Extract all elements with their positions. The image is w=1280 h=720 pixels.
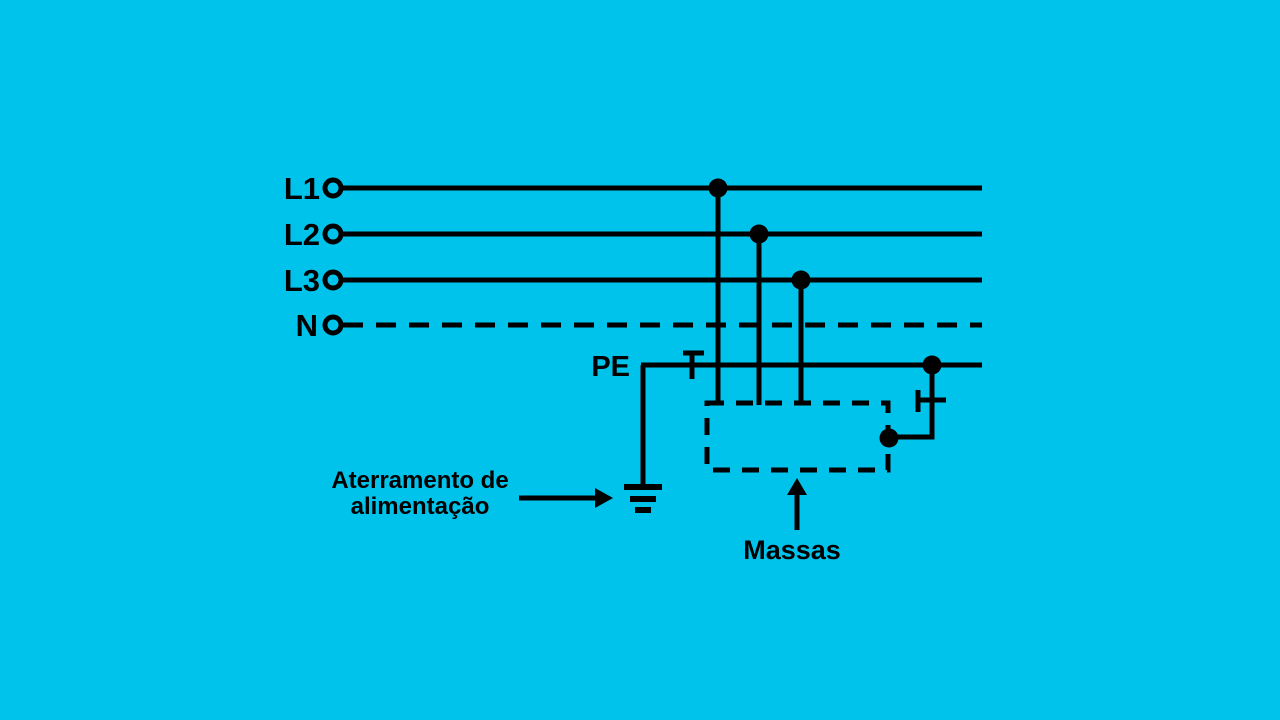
- conductor-l1-label: L1: [284, 171, 320, 206]
- conductor-l3: L3: [284, 263, 982, 298]
- supply-earthing-label-line1: Aterramento de: [331, 467, 508, 494]
- right-arrow-icon: [519, 488, 613, 508]
- supply-earthing-label-line2: alimentação: [351, 493, 490, 520]
- conductor-l3-label: L3: [284, 263, 320, 298]
- conductor-l2-label: L2: [284, 217, 320, 252]
- supply-earthing-annotation: Aterramento de alimentação: [331, 467, 613, 520]
- conductor-pe-label: PE: [591, 351, 630, 383]
- terminal-circle-icon: [322, 314, 344, 336]
- up-arrow-icon: [787, 478, 807, 530]
- masses-annotation: Massas: [743, 478, 841, 565]
- arrow-head: [787, 478, 807, 495]
- terminal-circle-icon: [322, 223, 344, 245]
- conductor-n-label: N: [296, 308, 318, 343]
- conductor-l1: L1: [284, 171, 982, 206]
- pe-branch-wire: [894, 365, 935, 440]
- conductor-l2: L2: [284, 217, 982, 252]
- masses-dashed-box: [704, 400, 891, 473]
- conductor-pe: PE: [591, 350, 982, 383]
- terminal-circle-icon: [322, 177, 344, 199]
- masses-label: Massas: [743, 535, 841, 565]
- conductor-n: N: [296, 308, 982, 343]
- terminal-circle-icon: [322, 269, 344, 291]
- earth-ground-icon: [624, 484, 662, 513]
- supply-earthing-branch: [624, 365, 662, 513]
- arrow-head: [595, 488, 613, 508]
